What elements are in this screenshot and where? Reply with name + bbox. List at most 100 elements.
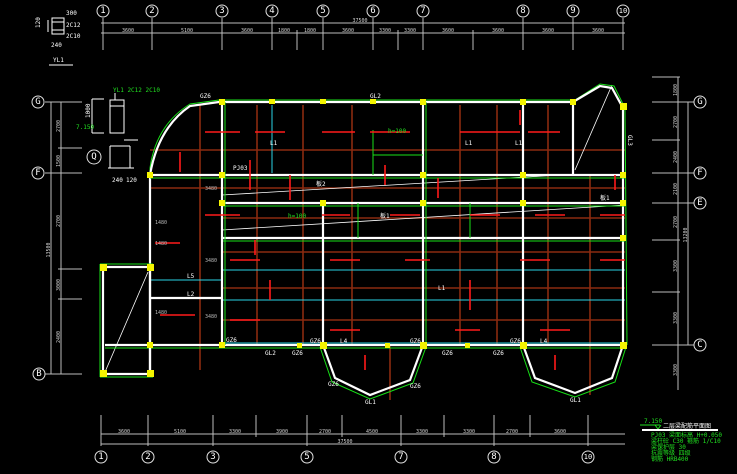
axis-label: 3: [219, 6, 224, 16]
section-dim: 120: [126, 177, 137, 184]
top-dim: 1800: [278, 28, 290, 34]
beam-label: L1: [270, 140, 278, 147]
bottom-dim: 3300: [463, 429, 475, 435]
detail-dim: 300: [66, 10, 77, 17]
detail-dim: 120: [35, 17, 42, 28]
beam-label: GL1: [570, 397, 581, 404]
beam-label: GZ6: [442, 350, 453, 357]
rebar-label: 3480: [205, 186, 217, 192]
rebar-label: 1480: [155, 310, 167, 316]
beam-label: GZ6: [510, 338, 521, 345]
beam-label: GZ6: [410, 383, 421, 390]
slab-mark: 板2: [316, 180, 326, 188]
bottom-total-dim: 37500: [337, 439, 352, 445]
drawing-note: 钢筋 HRB400: [651, 455, 689, 463]
left-dim: 3000: [56, 279, 62, 291]
right-dim: 3300: [673, 312, 679, 324]
detail-dim: 240: [51, 42, 62, 49]
right-total-dim: 13200: [683, 227, 689, 242]
axis-label: F: [35, 168, 40, 178]
beam-label: L1: [438, 285, 446, 292]
beam-label: GZ6: [328, 381, 339, 388]
rebar-label: 3480: [205, 258, 217, 264]
yl1-section-detail: 120 300 2C12 2C10 240 YL1: [35, 10, 81, 66]
bottom-dim: 3300: [416, 429, 428, 435]
rebar-label: 1480: [155, 220, 167, 226]
section-note: YL1 2C12 2C10: [113, 87, 160, 94]
beam-label: GZ6: [493, 350, 504, 357]
detail-dim: 2C12: [66, 22, 81, 29]
slab-thickness: h=100: [388, 128, 406, 135]
top-dim: 3600: [542, 28, 554, 34]
axis-label: G: [35, 97, 40, 107]
bottom-dim: 3600: [554, 429, 566, 435]
axis-label: 7: [398, 452, 403, 462]
section-mark: Q: [91, 152, 96, 162]
bottom-dim: 2700: [506, 429, 518, 435]
section-dim: 240: [112, 177, 123, 184]
beam-label: GL1: [365, 399, 376, 406]
axis-label: 5: [320, 6, 325, 16]
elevation-mark: 7.150: [644, 418, 662, 425]
axis-label: 5: [304, 452, 309, 462]
bottom-dimension-lines: 3600 5100 3300 3900 2700 4500 3300 3300 …: [94, 415, 625, 464]
top-dim: 3600: [342, 28, 354, 34]
secondary-beams: [104, 84, 626, 373]
beam-label: GZ6: [410, 338, 421, 345]
drawing-title: 二层梁配筋平面图: [663, 422, 711, 430]
axis-label: 8: [520, 6, 525, 16]
top-dim: 3300: [404, 28, 416, 34]
rebar-marks: [155, 110, 625, 370]
left-dim: 1500: [56, 155, 62, 167]
beam-label: GL2: [265, 350, 276, 357]
top-dim: 3600: [122, 28, 134, 34]
drawing-note: 梁保护层 30: [651, 443, 686, 451]
top-dim: 3300: [379, 28, 391, 34]
right-dim: 2700: [673, 216, 679, 228]
right-dim: 1800: [673, 84, 679, 96]
right-dimension-lines: 1800 2700 2400 2100 2700 3300 3300 3300 …: [652, 76, 707, 390]
bottom-dim: 5100: [174, 429, 186, 435]
axis-label: F: [697, 168, 702, 178]
beam-label: PJ03: [233, 165, 248, 172]
axis-label: 3: [210, 452, 215, 462]
bottom-dim: 3600: [118, 429, 130, 435]
axis-label: 6: [370, 6, 375, 16]
axis-label: B: [36, 369, 41, 379]
wall-section-detail: YL1 2C12 2C10 1000 7.150 Q 240 120: [76, 87, 160, 184]
slab-mark: 板1: [380, 212, 390, 220]
drawing-note: 抗震等级 四级: [651, 449, 691, 457]
right-dim: 2400: [673, 151, 679, 163]
bottom-dim: 4500: [366, 429, 378, 435]
bottom-dim: 2700: [319, 429, 331, 435]
top-dimension-lines: 37500 3600 5100 3600 1800 1800 3600 3300…: [101, 18, 625, 50]
slab-thickness: h=100: [288, 213, 306, 220]
top-axis-bubbles: 1 2 3 4 5 6 7 8 9 10: [96, 4, 630, 18]
title-block: 7.150 二层梁配筋平面图 PJ03 梁面标高 H+0.050 梁柱砼 C30…: [640, 418, 722, 463]
left-dim: 2700: [56, 120, 62, 132]
right-dim: 3300: [673, 260, 679, 272]
left-dim: 2400: [56, 331, 62, 343]
axis-label: 2: [149, 6, 154, 16]
axis-label: 7: [420, 6, 425, 16]
section-dim: 1000: [85, 103, 92, 118]
axis-label: 10: [619, 7, 627, 15]
slab-mark: 板1: [600, 194, 610, 202]
bottom-dim: 3900: [276, 429, 288, 435]
beam-label: GZ6: [310, 338, 321, 345]
drawing-note: PJ03 梁面标高 H+0.050: [651, 431, 722, 439]
axis-label: 9: [570, 6, 575, 16]
beam-label: L2: [187, 291, 195, 298]
beam-label: GZ6: [292, 350, 303, 357]
beam-label: L1: [515, 140, 523, 147]
beam-label: GZ6: [226, 337, 237, 344]
left-total-dim: 13500: [46, 242, 52, 257]
beam-labels: GZ6 GL2 PJ03 L1 L1 L1 L1 L2 L5 L4 L4 h=1…: [155, 93, 633, 406]
section-elevation: 7.150: [76, 124, 94, 131]
axis-label: 4: [269, 6, 274, 16]
rebar-label: 1480: [155, 241, 167, 247]
beam-label: L1: [465, 140, 473, 147]
top-dim: 3600: [592, 28, 604, 34]
beam-label: GL2: [370, 93, 381, 100]
beam-label: L4: [540, 338, 548, 345]
